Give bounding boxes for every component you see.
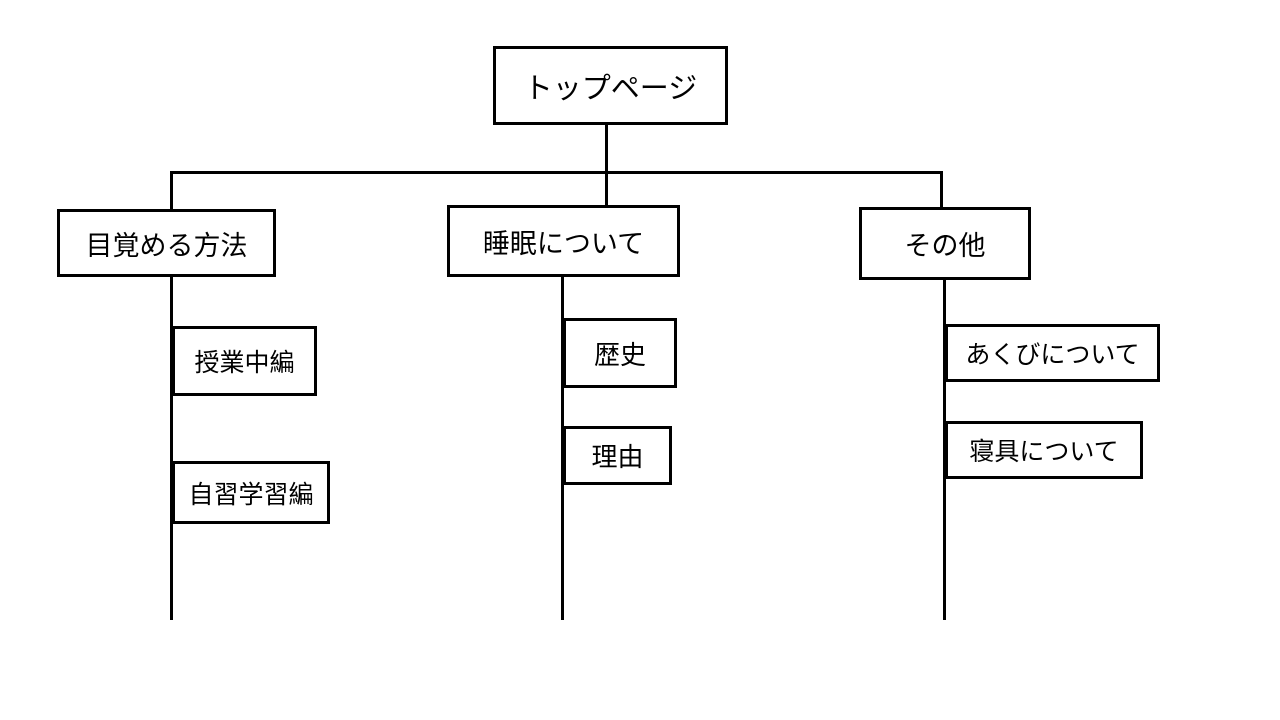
child-node-box: 理由 (563, 426, 672, 485)
category-2-trunk-line (561, 275, 564, 620)
root-node-label: トップページ (523, 70, 698, 105)
child-node-box: 自習学習編 (172, 461, 330, 524)
category-node-label: 睡眠について (482, 228, 645, 260)
branch-to-category-3-line (940, 171, 943, 209)
child-node-label: 自習学習編 (188, 479, 314, 509)
child-node-box: 寝具について (945, 421, 1143, 479)
child-node-label: 授業中編 (194, 348, 295, 377)
child-node-label: 理由 (591, 443, 644, 473)
category-node-box: その他 (859, 207, 1031, 280)
root-stem-line (605, 123, 608, 173)
child-node-label: あくびについて (965, 340, 1140, 369)
child-node-label: 寝具について (969, 437, 1119, 466)
category-3-trunk-line (943, 277, 946, 620)
child-node-label: 歴史 (593, 340, 646, 371)
category-node-label: 目覚める方法 (85, 230, 248, 262)
category-node-box: 目覚める方法 (57, 209, 276, 277)
category-node-box: 睡眠について (447, 205, 680, 277)
horizontal-branch-line (170, 171, 943, 174)
category-node-label: その他 (904, 231, 986, 262)
child-node-box: あくびについて (945, 324, 1160, 382)
root-node-box: トップページ (493, 46, 728, 125)
branch-to-category-1-line (170, 171, 173, 211)
category-1-trunk-line (170, 275, 173, 620)
branch-to-category-2-line (605, 171, 608, 208)
child-node-box: 歴史 (563, 318, 677, 388)
child-node-box: 授業中編 (172, 326, 317, 396)
